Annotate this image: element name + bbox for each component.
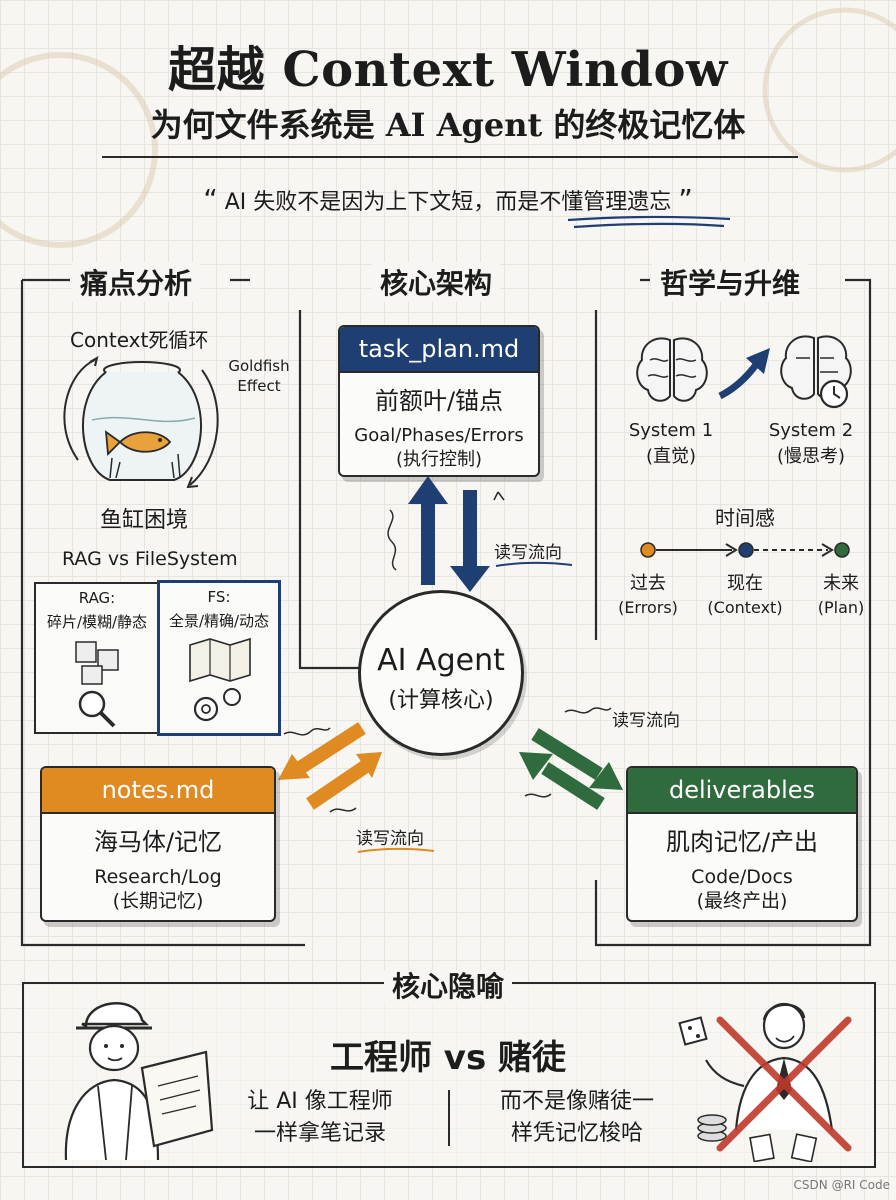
goldfish-label-line1: Goldfish bbox=[228, 357, 290, 375]
section-title-philosophy: 哲学与升维 bbox=[652, 262, 809, 302]
time-past-desc: (Errors) bbox=[618, 598, 678, 617]
metaphor-divider bbox=[448, 1090, 450, 1146]
system2-label: System 2 bbox=[768, 420, 854, 441]
fs-panel: FS: 全景/精确/动态 bbox=[157, 580, 281, 736]
fs-desc: 全景/精确/动态 bbox=[168, 612, 270, 630]
metaphor-left-line2: 一样拿笔记录 bbox=[253, 1121, 386, 1146]
quote-open: “ bbox=[203, 183, 218, 216]
rw-label-left: 读写流向 bbox=[356, 829, 424, 849]
page-title: 超越 Context Window bbox=[168, 42, 728, 98]
quote-underline bbox=[567, 215, 731, 229]
deliverables-role: 肌肉记忆/产出 bbox=[665, 828, 819, 856]
system1-label: System 1 bbox=[628, 420, 714, 441]
engineer-icon bbox=[64, 1002, 214, 1161]
notes-note: (长期记忆) bbox=[112, 890, 204, 912]
metaphor-left-text: 让 AI 像工程师 一样拿笔记录 bbox=[220, 1086, 420, 1150]
deliverables-card: deliverables 肌肉记忆/产出 Code/Docs (最终产出) bbox=[626, 766, 858, 922]
rw-arrows-right bbox=[519, 707, 623, 810]
puzzle-magnifier-icon bbox=[75, 641, 119, 728]
deliverables-detail: Code/Docs (最终产出) bbox=[628, 865, 856, 913]
goldfish-effect-label: Goldfish Effect bbox=[222, 356, 296, 396]
system2-block: System 2 (慢思考) bbox=[756, 418, 866, 470]
section-frames bbox=[20, 278, 872, 947]
system1-desc: (直觉) bbox=[645, 446, 697, 467]
rw-label-top: 读写流向 bbox=[494, 543, 562, 563]
ai-agent-role: (计算核心) bbox=[388, 688, 494, 713]
task-plan-detail: Goal/Phases/Errors (执行控制) bbox=[340, 424, 538, 472]
brain-system1-icon bbox=[636, 337, 708, 402]
rw-label-top-underline bbox=[495, 561, 573, 567]
task-plan-name: task_plan.md bbox=[340, 327, 538, 373]
metaphor-right-line2: 样凭记忆梭哈 bbox=[510, 1121, 643, 1146]
notes-detail: Research/Log (长期记忆) bbox=[42, 865, 274, 913]
task-plan-card: task_plan.md 前额叶/锚点 Goal/Phases/Errors (… bbox=[338, 325, 540, 477]
ai-agent-node: AI Agent (计算核心) bbox=[358, 590, 524, 756]
rw-label-left-underline bbox=[357, 847, 435, 853]
notes-detail-line: Research/Log bbox=[94, 866, 222, 888]
quote-highlight: 不懂管理遗忘 bbox=[539, 190, 672, 215]
metaphor-right-text: 而不是像赌徒一 样凭记忆梭哈 bbox=[472, 1086, 682, 1150]
time-future-label: 未来 bbox=[823, 573, 859, 594]
context-loop-label: Context死循环 bbox=[70, 328, 209, 352]
rag-desc: 碎片/模糊/静态 bbox=[46, 613, 148, 631]
quote-text: AI 失败不是因为上下文短，而是 bbox=[224, 190, 540, 215]
credit-watermark: CSDN @RI Code bbox=[793, 1178, 890, 1192]
rw-arrows-top bbox=[387, 476, 505, 592]
notes-name: notes.md bbox=[42, 768, 274, 814]
system1-block: System 1 (直觉) bbox=[616, 418, 726, 470]
metaphor-right-line1: 而不是像赌徒一 bbox=[499, 1089, 654, 1114]
fishbowl-icon bbox=[63, 355, 219, 489]
rag-panel: RAG: 碎片/模糊/静态 bbox=[34, 582, 160, 734]
ai-agent-name: AI Agent bbox=[377, 643, 505, 678]
rw-arrows-left bbox=[278, 722, 382, 813]
task-plan-detail-line: Goal/Phases/Errors bbox=[354, 425, 524, 446]
deliverables-detail-line: Code/Docs bbox=[691, 866, 793, 888]
goldfish-label-line2: Effect bbox=[237, 377, 281, 395]
deliverables-name: deliverables bbox=[628, 768, 856, 814]
coffee-stain-decoration bbox=[0, 7, 896, 248]
quote-close: ” bbox=[678, 183, 693, 216]
map-gears-icon bbox=[189, 637, 251, 722]
time-present: 现在 (Context) bbox=[700, 572, 790, 620]
header-divider bbox=[102, 156, 798, 158]
rag-vs-fs-title: RAG vs FileSystem bbox=[62, 548, 238, 570]
fishbowl-dilemma-label: 鱼缸困境 bbox=[100, 508, 189, 533]
time-future: 未来 (Plan) bbox=[806, 572, 876, 620]
time-present-desc: (Context) bbox=[707, 598, 783, 617]
metaphor-main: 工程师 vs 赌徒 bbox=[329, 1038, 567, 1078]
notes-role: 海马体/记忆 bbox=[93, 828, 223, 856]
time-past-label: 过去 bbox=[630, 573, 666, 594]
section-title-pain-points: 痛点分析 bbox=[72, 262, 201, 302]
time-past: 过去 (Errors) bbox=[608, 572, 688, 620]
time-future-desc: (Plan) bbox=[817, 598, 865, 617]
rag-label: RAG: bbox=[78, 589, 116, 607]
task-plan-role: 前额叶/锚点 bbox=[374, 387, 504, 415]
section-title-metaphor: 核心隐喻 bbox=[383, 970, 512, 1003]
task-plan-note: (执行控制) bbox=[395, 449, 483, 470]
notes-card: notes.md 海马体/记忆 Research/Log (长期记忆) bbox=[40, 766, 276, 922]
rw-label-right: 读写流向 bbox=[612, 711, 680, 731]
fs-label: FS: bbox=[207, 588, 231, 606]
metaphor-title-wrap: 核心隐喻 bbox=[0, 965, 896, 1005]
quote: “ AI 失败不是因为上下文短，而是不懂管理遗忘 ” bbox=[0, 183, 896, 216]
deliverables-note: (最终产出) bbox=[696, 890, 788, 912]
metaphor-left-line1: 让 AI 像工程师 bbox=[247, 1089, 393, 1114]
time-sense-title: 时间感 bbox=[715, 506, 775, 530]
timeline bbox=[640, 542, 850, 558]
gambler-icon bbox=[678, 1002, 852, 1162]
page-subtitle: 为何文件系统是 AI Agent 的终极记忆体 bbox=[150, 106, 746, 144]
upgrade-arrow-icon bbox=[718, 348, 770, 400]
brain-system2-icon bbox=[780, 335, 852, 409]
section-title-architecture: 核心架构 bbox=[372, 262, 501, 302]
system2-desc: (慢思考) bbox=[776, 446, 846, 467]
time-present-label: 现在 bbox=[727, 573, 763, 594]
